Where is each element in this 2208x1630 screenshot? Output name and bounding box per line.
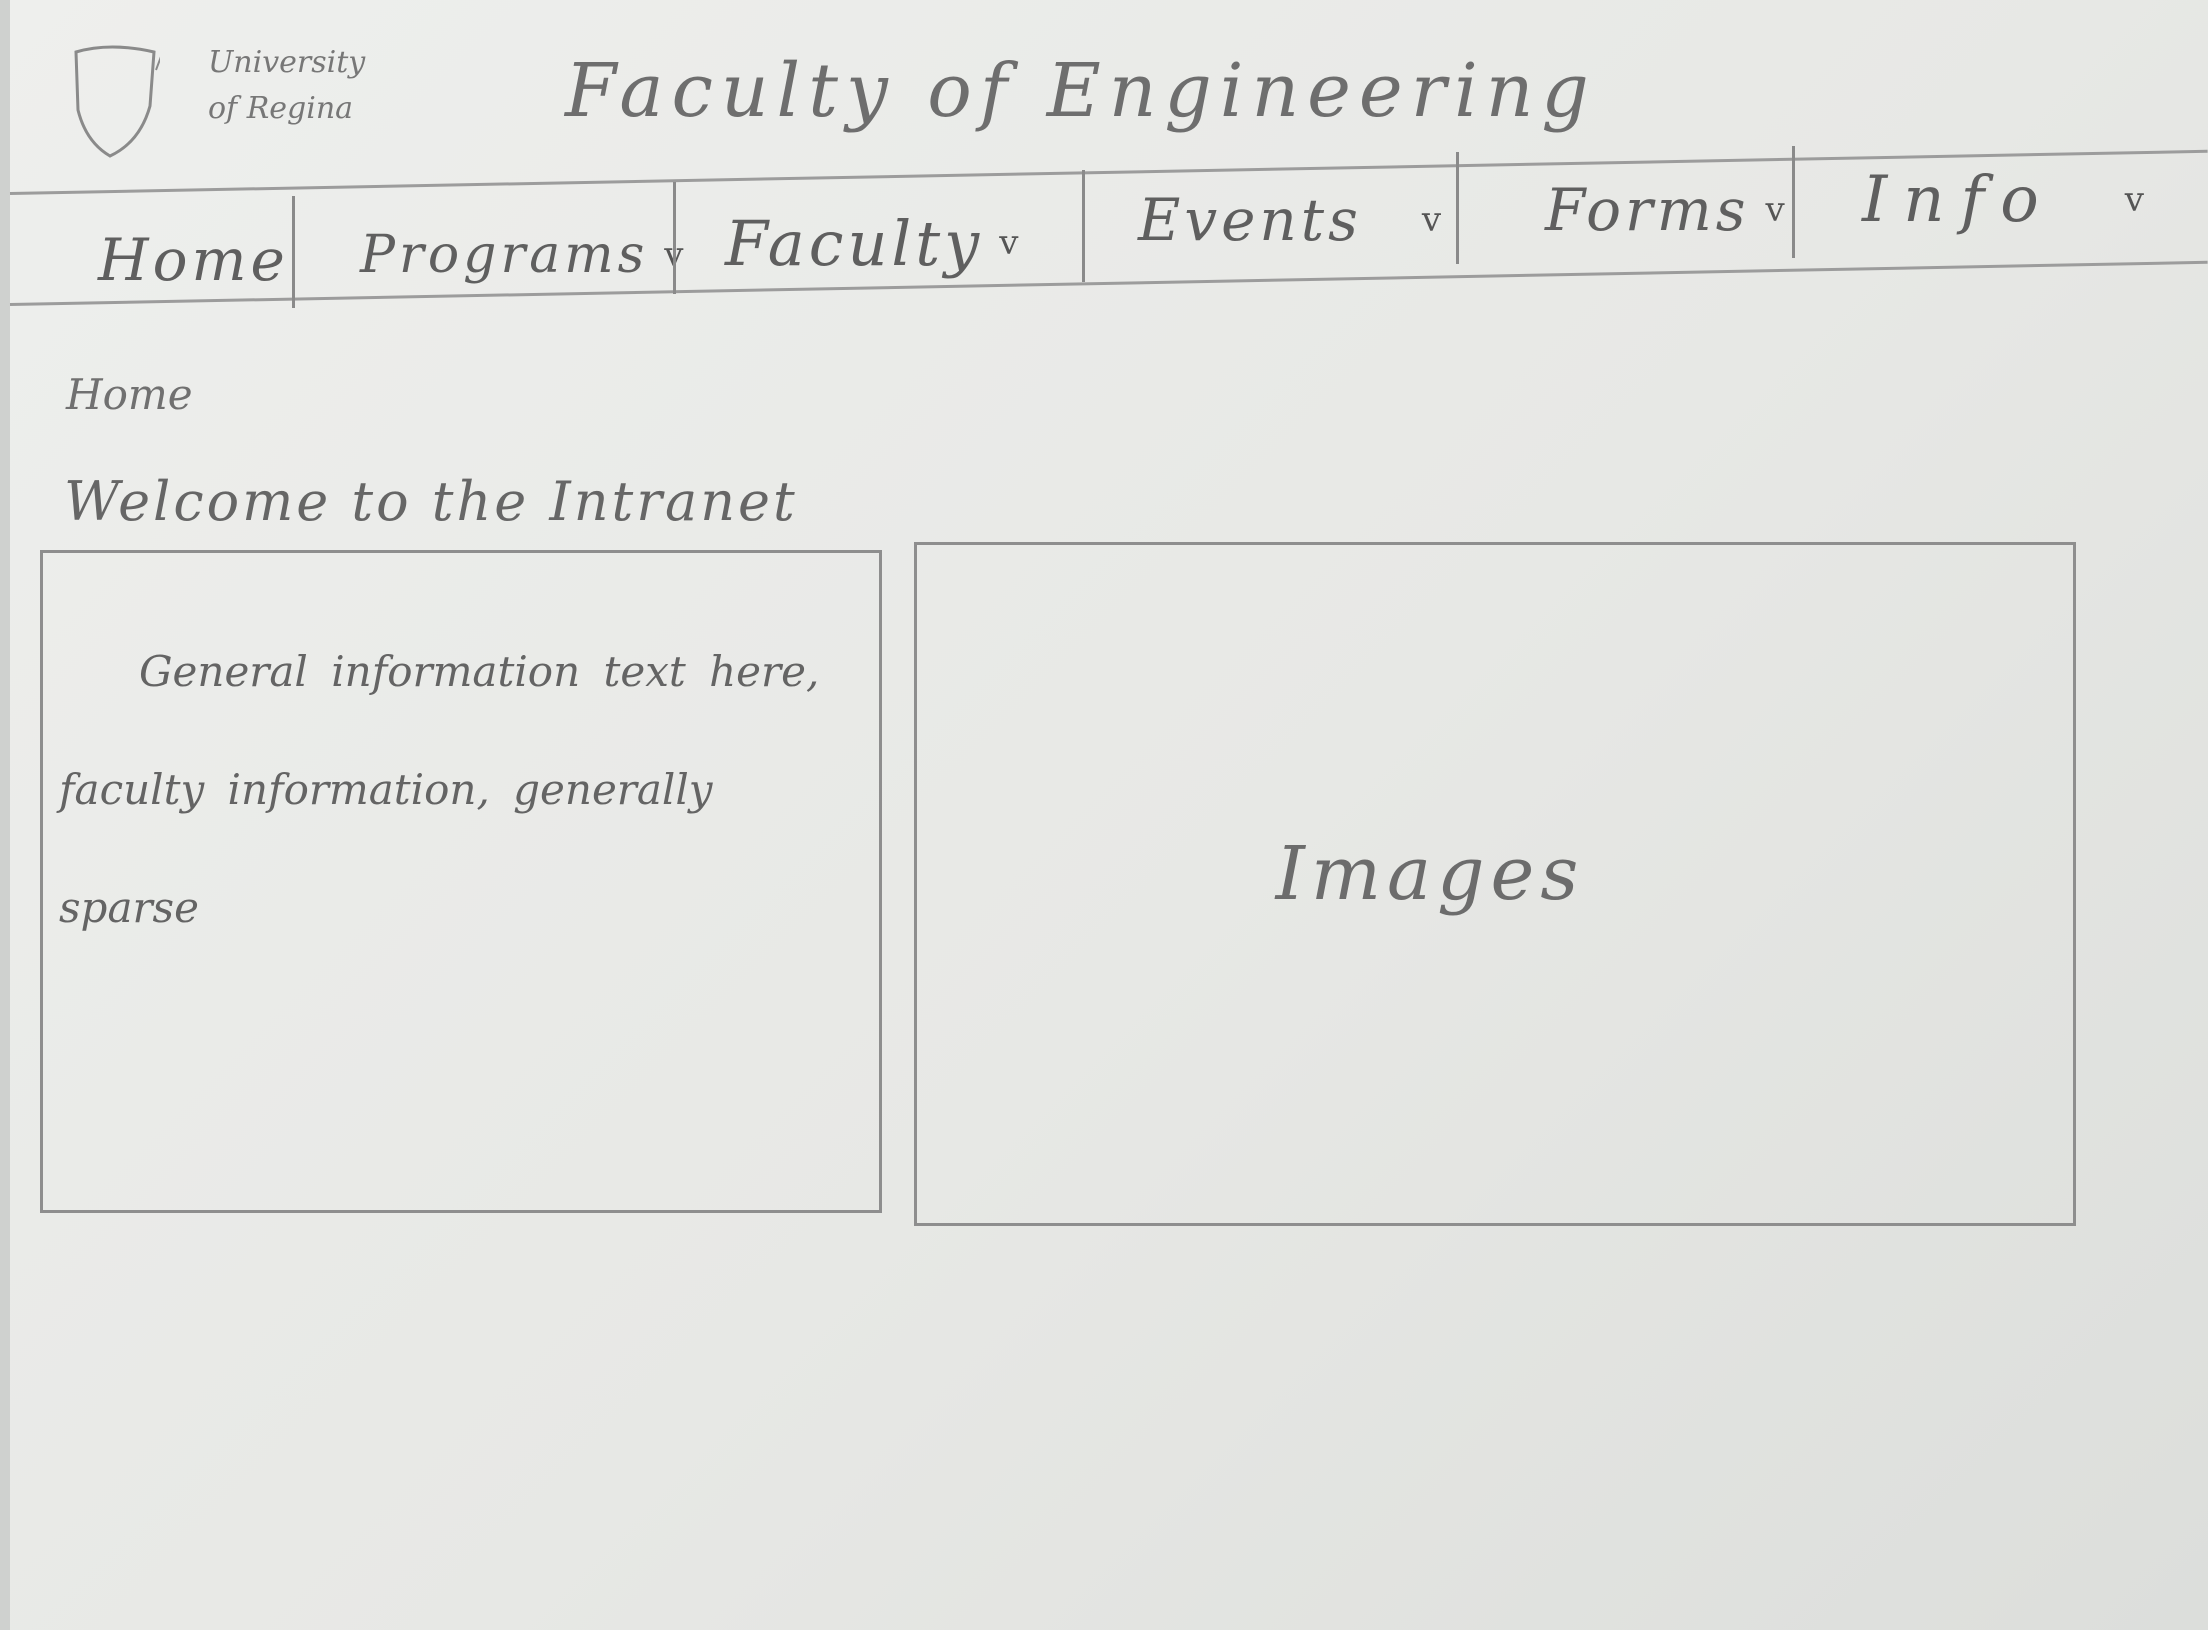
nav-item-label: Programs — [360, 225, 649, 285]
university-shield-icon[interactable] — [70, 44, 160, 160]
chevron-down-icon[interactable]: v — [999, 223, 1023, 263]
page-title: Welcome to the Intranet — [64, 470, 798, 533]
site-title: Faculty of Engineering — [565, 48, 1597, 134]
breadcrumb[interactable]: Home — [66, 370, 193, 419]
nav-item-label: Faculty — [725, 206, 984, 280]
nav-item-forms[interactable]: Forms v — [1545, 155, 1789, 265]
nav-divider — [1792, 146, 1795, 258]
nav-border-bottom — [9, 260, 2208, 306]
nav-divider — [292, 196, 295, 308]
university-name: University of Regina — [208, 45, 366, 126]
chevron-down-icon[interactable]: v — [1421, 200, 1446, 240]
info-panel: General information text here, faculty i… — [40, 550, 882, 1213]
nav-divider — [673, 182, 676, 294]
nav-divider — [1082, 170, 1085, 282]
nav-item-events[interactable]: Events v — [1138, 165, 1445, 275]
nav-item-programs[interactable]: Programs v — [360, 200, 688, 310]
image-carousel[interactable]: Images — [914, 542, 2076, 1226]
paper-edge — [0, 0, 10, 1630]
nav-item-home[interactable]: Home — [98, 205, 289, 315]
chevron-down-icon[interactable]: v — [2124, 180, 2160, 220]
nav-divider — [1456, 152, 1459, 264]
nav-item-label: Events — [1138, 186, 1362, 254]
chevron-down-icon[interactable]: v — [1765, 190, 1789, 230]
nav-item-label: Forms — [1545, 176, 1750, 244]
info-text: General information text here, faculty i… — [59, 647, 820, 932]
nav-item-label: Home — [98, 226, 289, 294]
nav-item-faculty[interactable]: Faculty v — [725, 188, 1022, 298]
nav-item-label: Info — [1862, 163, 2055, 237]
image-placeholder-label: Images — [1275, 831, 1585, 917]
nav-item-info[interactable]: Info v — [1862, 145, 2160, 255]
